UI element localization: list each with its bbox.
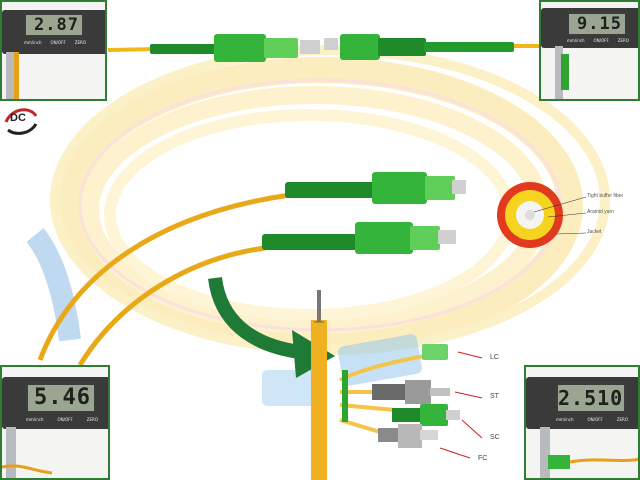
caliper-bottom-left-buttons: mm/inch ON/OFF ZERO [26,417,98,422]
cross-section-label-jacket: Jacket [587,229,602,235]
top-cable-assembly [107,34,540,62]
sc-connector [392,404,460,426]
caliper-top-right-display: 9.15 [567,12,627,36]
caliper-unit-button-label: mm/inch [24,40,42,45]
caliper-top-left-buttons: mm/inch ON/OFF ZERO [24,40,86,45]
brand-logo [4,108,38,135]
caliper-inset-top-right: 9.15 mm/inch ON/OFF ZERO [539,0,640,101]
green-sc-connector-upper [285,172,466,204]
caliper-zero-button-label: ZERO [617,38,629,43]
caliper-power-button-label: ON/OFF [587,417,603,422]
connector-label-st: ST [490,393,499,400]
cross-section-label-fiber: Tight buffer fiber [587,193,624,199]
caliper-zero-button-label: ZERO [616,417,628,422]
caliper-bottom-right-buttons: mm/inch ON/OFF ZERO [556,417,628,422]
caliper-unit-button-label: mm/inch [567,38,585,43]
caliper-power-button-label: ON/OFF [593,38,609,43]
green-sc-connector-lower [262,222,456,254]
caliper-zero-button-label: ZERO [86,417,98,422]
caliper-unit-button-label: mm/inch [26,417,44,422]
connector-label-sc: SC [490,434,500,441]
logo-text: DC [10,112,26,124]
connector-label-fc: FC [478,455,488,462]
fc-connector [378,424,438,448]
caliper-bottom-right-display: 2.510 [556,383,626,413]
caliper-top-right-buttons: mm/inch ON/OFF ZERO [567,38,629,43]
green-sc-connector-left [150,34,320,62]
caliper-zero-button-label: ZERO [74,40,86,45]
caliper-power-button-label: ON/OFF [50,40,66,45]
green-sc-connector-right [324,34,514,60]
connector-label-lc: LC [490,354,499,361]
cross-section-label-yarn: Aramid yarn [587,209,614,215]
caliper-bottom-left-display: 5.46 [26,383,96,413]
lc-connector [422,344,448,360]
caliper-inset-top-left: 2.87 mm/inch ON/OFF ZERO [0,0,107,101]
main-cables [37,172,466,367]
caliper-power-button-label: ON/OFF [57,417,73,422]
cable-cross-section [497,182,587,248]
stripped-cable-breakout [311,290,483,480]
caliper-inset-bottom-right: 2.510 mm/inch ON/OFF ZERO [524,365,640,480]
caliper-unit-button-label: mm/inch [556,417,574,422]
st-connector [372,380,450,404]
caliper-top-left-display: 2.87 [24,13,84,37]
caliper-inset-bottom-left: 5.46 mm/inch ON/OFF ZERO [0,365,110,480]
